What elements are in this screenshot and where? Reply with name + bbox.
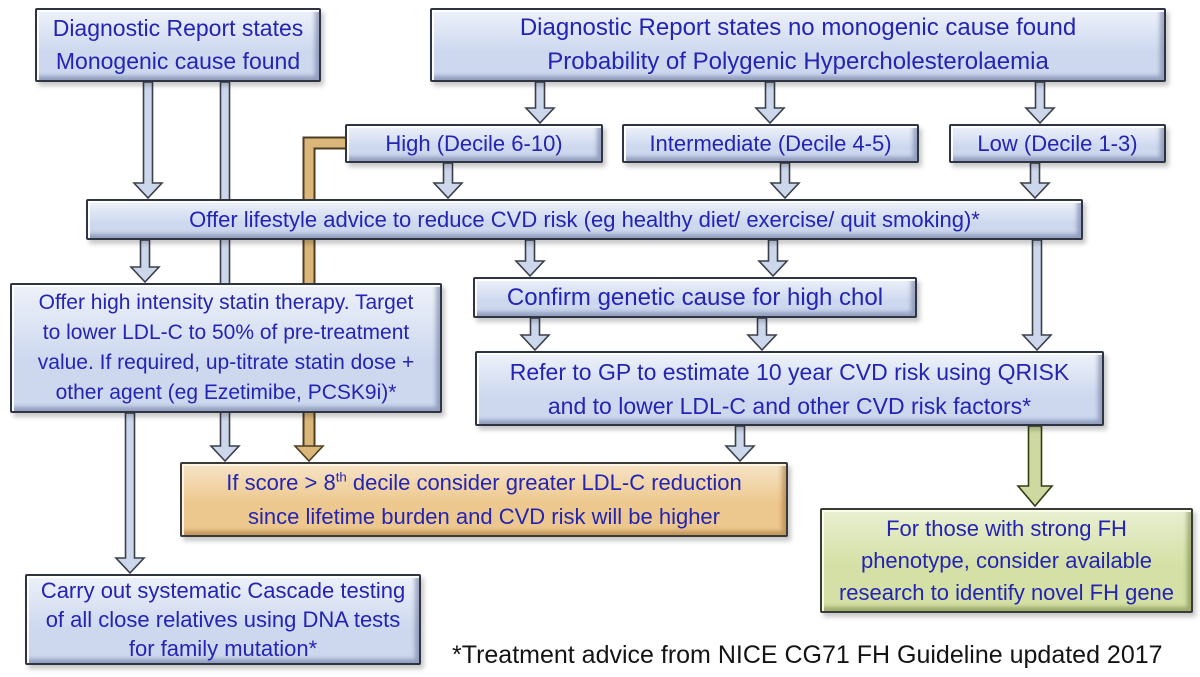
box-fh-research: For those with strong FH phenotype, cons… xyxy=(820,508,1193,613)
connector-arrow-blue xyxy=(524,81,556,125)
text-line: Diagnostic Report states no monogenic ca… xyxy=(519,14,1077,41)
connector-arrow-blue xyxy=(519,317,551,352)
text-line: Offer lifestyle advice to reduce CVD ris… xyxy=(189,206,980,232)
connector-arrow-blue xyxy=(209,81,241,463)
text-line: Confirm genetic cause for high chol xyxy=(506,283,884,311)
connector-arrow-blue xyxy=(769,162,801,200)
box-cascade-testing: Carry out systematic Cascade testing of … xyxy=(25,574,421,665)
connector-tan-arrowhead xyxy=(293,445,325,463)
box-refer-gp-qrisk: Refer to GP to estimate 10 year CVD risk… xyxy=(475,351,1104,426)
text-line: value. If required, up-titrate statin do… xyxy=(37,351,415,374)
connector-arrow-blue xyxy=(132,81,164,200)
text-line: and to lower LDL-C and other CVD risk fa… xyxy=(547,392,1032,419)
text-line: Refer to GP to estimate 10 year CVD risk… xyxy=(509,358,1070,385)
text-line: for family mutation* xyxy=(128,636,318,661)
text-line: Carry out systematic Cascade testing xyxy=(40,578,406,603)
text-line: For those with strong FH xyxy=(886,515,1127,541)
text-line: Intermediate (Decile 4-5) xyxy=(649,130,892,156)
box-low-decile: Low (Decile 1-3) xyxy=(949,124,1166,163)
text-line: If score > 8th decile consider greater L… xyxy=(226,466,741,500)
text-line: High (Decile 6-10) xyxy=(385,130,563,156)
box-intermediate-decile: Intermediate (Decile 4-5) xyxy=(622,124,919,163)
box-high-score-decision: If score > 8th decile consider greater L… xyxy=(180,462,788,537)
text-segment: decile consider greater LDL-C reduction xyxy=(346,469,742,495)
connector-arrow-blue xyxy=(1024,81,1056,125)
box-statin-therapy: Offer high intensity statin therapy. Tar… xyxy=(10,283,442,413)
text-line: to lower LDL-C to 50% of pre-treatment xyxy=(42,321,410,344)
text-line: since lifetime burden and CVD risk will … xyxy=(248,503,720,529)
text-line: other agent (eg Ezetimibe, PCSK9i)* xyxy=(55,381,397,404)
connector-arrow-blue xyxy=(1019,162,1051,200)
box-lifestyle-advice: Offer lifestyle advice to reduce CVD ris… xyxy=(86,199,1083,240)
connector-arrow-blue xyxy=(754,81,786,125)
connector-arrow-blue xyxy=(114,412,146,575)
box-high-decile: High (Decile 6-10) xyxy=(345,124,603,163)
text-line: Diagnostic Report states xyxy=(52,15,304,41)
treatment-advice-footnote: *Treatment advice from NICE CG71 FH Guid… xyxy=(452,641,1163,669)
text-line: of all close relatives using DNA tests xyxy=(45,607,401,632)
connector-arrow-blue xyxy=(432,162,464,200)
box-no-monogenic-cause: Diagnostic Report states no monogenic ca… xyxy=(430,8,1166,82)
text-line: Low (Decile 1-3) xyxy=(977,130,1138,156)
text-segment: If score > 8 xyxy=(226,469,336,495)
text-line: Probability of Polygenic Hypercholestero… xyxy=(547,48,1049,75)
text-line: phenotype, consider available xyxy=(860,547,1153,573)
connector-arrow-blue xyxy=(514,239,546,278)
connector-arrow-green xyxy=(1016,425,1054,508)
connector-arrow-blue xyxy=(1021,239,1053,352)
text-line: research to identify novel FH gene xyxy=(838,579,1175,605)
box-confirm-genetic-cause: Confirm genetic cause for high chol xyxy=(473,277,917,318)
text-line: Monogenic cause found xyxy=(55,48,301,74)
box-monogenic-cause-found: Diagnostic Report states Monogenic cause… xyxy=(35,8,321,82)
connector-arrow-blue xyxy=(746,317,778,352)
text-line: Offer high intensity statin therapy. Tar… xyxy=(38,291,414,314)
connector-arrow-blue xyxy=(724,425,756,463)
connector-arrow-blue xyxy=(757,239,789,278)
superscript-th: th xyxy=(335,469,347,485)
connector-arrow-blue xyxy=(129,239,161,284)
